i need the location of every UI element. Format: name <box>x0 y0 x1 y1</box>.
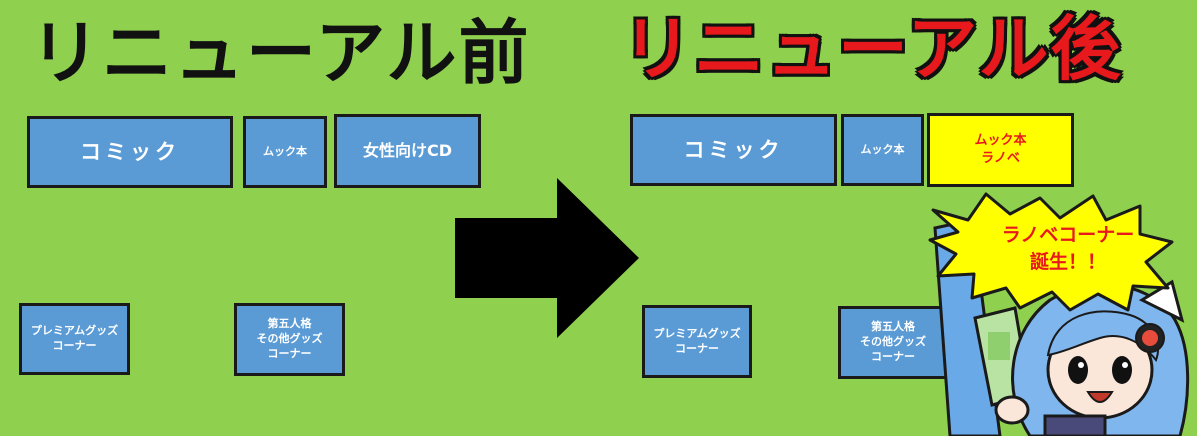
title-before: リニューアル前 <box>30 12 531 94</box>
title-after: リニューアル後 <box>622 8 1123 90</box>
before-shelf-mook: ムック本 <box>243 116 327 188</box>
after-shelf-mook-lightnovel: ムック本 ラノベ <box>927 113 1074 187</box>
before-shelf-premium: プレミアムグッズ コーナー <box>19 303 130 375</box>
right-arrow-icon <box>455 178 639 338</box>
after-shelf-mook: ムック本 <box>841 114 924 186</box>
callout-text: ラノベコーナー 誕生！！ <box>1001 224 1135 273</box>
before-shelf-womens-cd: 女性向けCD <box>334 114 481 188</box>
speech-burst <box>928 192 1174 312</box>
after-shelf-identity-v: 第五人格 その他グッズ コーナー <box>838 306 948 379</box>
after-shelf-premium: プレミアムグッズ コーナー <box>642 305 752 378</box>
before-shelf-identity-v: 第五人格 その他グッズ コーナー <box>234 303 345 376</box>
before-shelf-comic: コミック <box>27 116 233 188</box>
after-shelf-comic: コミック <box>630 114 837 186</box>
